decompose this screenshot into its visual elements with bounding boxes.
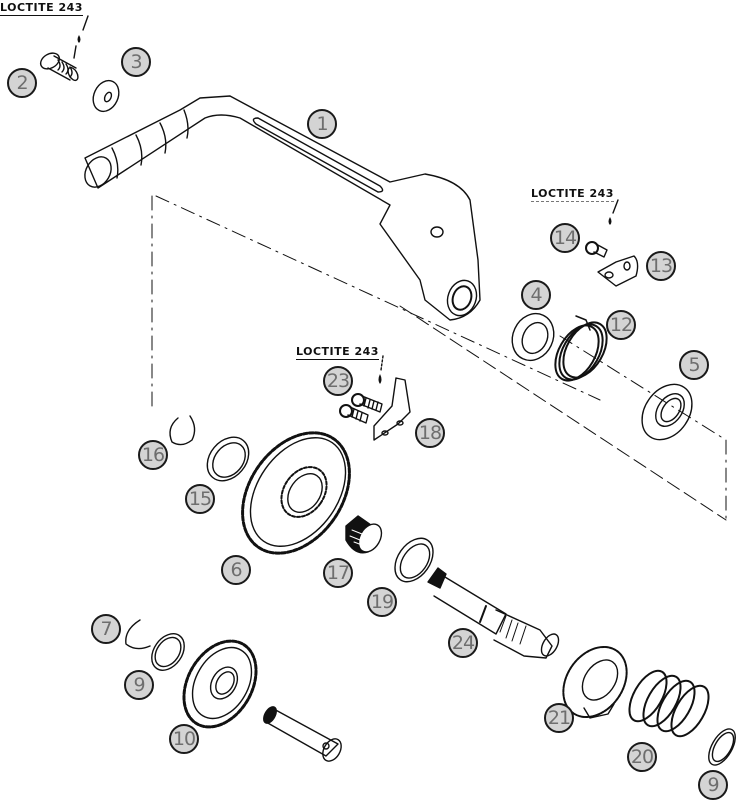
callout-13[interactable]: 13 (646, 251, 676, 281)
loctite-note-right: LOCTITE 243 (531, 187, 614, 202)
callout-18[interactable]: 18 (415, 418, 445, 448)
part-4-bushing (511, 312, 555, 362)
callout-17[interactable]: 17 (323, 558, 353, 588)
part-pin (263, 706, 342, 762)
callout-10[interactable]: 10 (169, 724, 199, 754)
part-19-washer (394, 537, 434, 583)
part-9-washer-lower (708, 728, 736, 766)
loctite-drop-icons (77, 35, 612, 384)
callout-2[interactable]: 2 (7, 68, 37, 98)
part-18-stop-plate (373, 377, 411, 441)
callout-14[interactable]: 14 (550, 223, 580, 253)
loctite-note-top-left: LOCTITE 243 (0, 1, 83, 16)
part-5-spring-plate (641, 383, 693, 441)
part-2-screw (39, 45, 79, 82)
callout-16[interactable]: 16 (138, 440, 168, 470)
callout-7[interactable]: 7 (91, 614, 121, 644)
callout-20[interactable]: 20 (627, 742, 657, 772)
assembly-path-right (399, 305, 727, 521)
part-14-screw (585, 241, 608, 258)
callout-24[interactable]: 24 (448, 628, 478, 658)
assembly-path (151, 195, 727, 525)
callout-6[interactable]: 6 (221, 555, 251, 585)
part-16-circlip (169, 415, 196, 446)
part-6-kickstarter-gear (241, 431, 351, 555)
callout-21[interactable]: 21 (544, 703, 574, 733)
callout-5[interactable]: 5 (679, 350, 709, 380)
part-10-intermediate-gear (182, 639, 258, 729)
part-17-needle-bearing (345, 515, 383, 554)
part-12-torsion-spring (554, 315, 608, 382)
callout-23[interactable]: 23 (323, 366, 353, 396)
part-23-screws (339, 393, 383, 424)
loctite-note-center: LOCTITE 243 (296, 345, 379, 360)
callout-9[interactable]: 9 (124, 670, 154, 700)
part-9-washer (151, 633, 185, 671)
part-7-circlip (125, 619, 151, 650)
part-24-shaft (427, 567, 560, 659)
part-15-washer (206, 436, 250, 482)
callout-19[interactable]: 19 (367, 587, 397, 617)
callout-1[interactable]: 1 (307, 109, 337, 139)
part-13-bracket (597, 255, 639, 287)
part-3-washer (92, 79, 120, 113)
loctite-leaders (82, 15, 619, 371)
callout-3[interactable]: 3 (121, 47, 151, 77)
part-1-kick-lever (84, 95, 481, 321)
callout-15[interactable]: 15 (185, 484, 215, 514)
callout-4[interactable]: 4 (521, 280, 551, 310)
callout-12[interactable]: 12 (606, 310, 636, 340)
part-20-compression-spring (628, 669, 710, 738)
callout-9-lower[interactable]: 9 (698, 770, 728, 800)
